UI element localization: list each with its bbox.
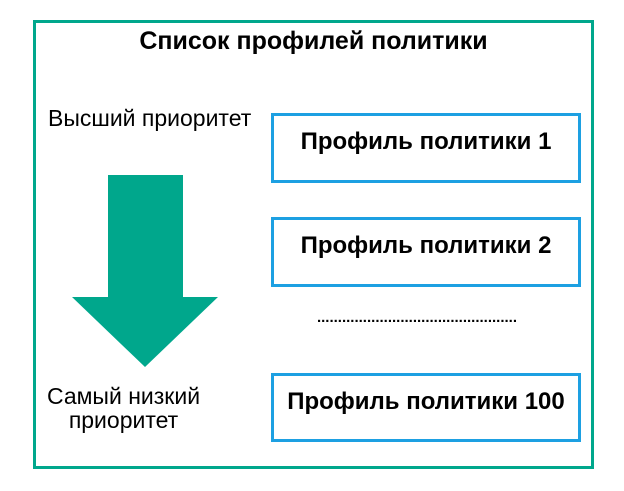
- policy-profile-100-label: Профиль политики 100: [287, 387, 565, 415]
- policy-profile-2-label: Профиль политики 2: [300, 232, 552, 259]
- policy-profile-1-label: Профиль политики 1: [300, 128, 552, 155]
- policy-profile-box-1: Профиль политики 1: [271, 113, 581, 183]
- priority-down-arrow-icon: [72, 175, 218, 367]
- highest-priority-label: Высший приоритет: [48, 105, 252, 131]
- lowest-priority-label: Самый низкий приоритет: [46, 383, 201, 433]
- policy-profiles-frame: Список профилей политики Высший приорите…: [33, 20, 594, 469]
- diagram-title: Список профилей политики: [139, 27, 488, 55]
- policy-profile-box-100: Профиль политики 100: [271, 373, 581, 442]
- profiles-ellipsis-dots: ........................................…: [316, 309, 518, 326]
- policy-profile-box-2: Профиль политики 2: [271, 217, 581, 287]
